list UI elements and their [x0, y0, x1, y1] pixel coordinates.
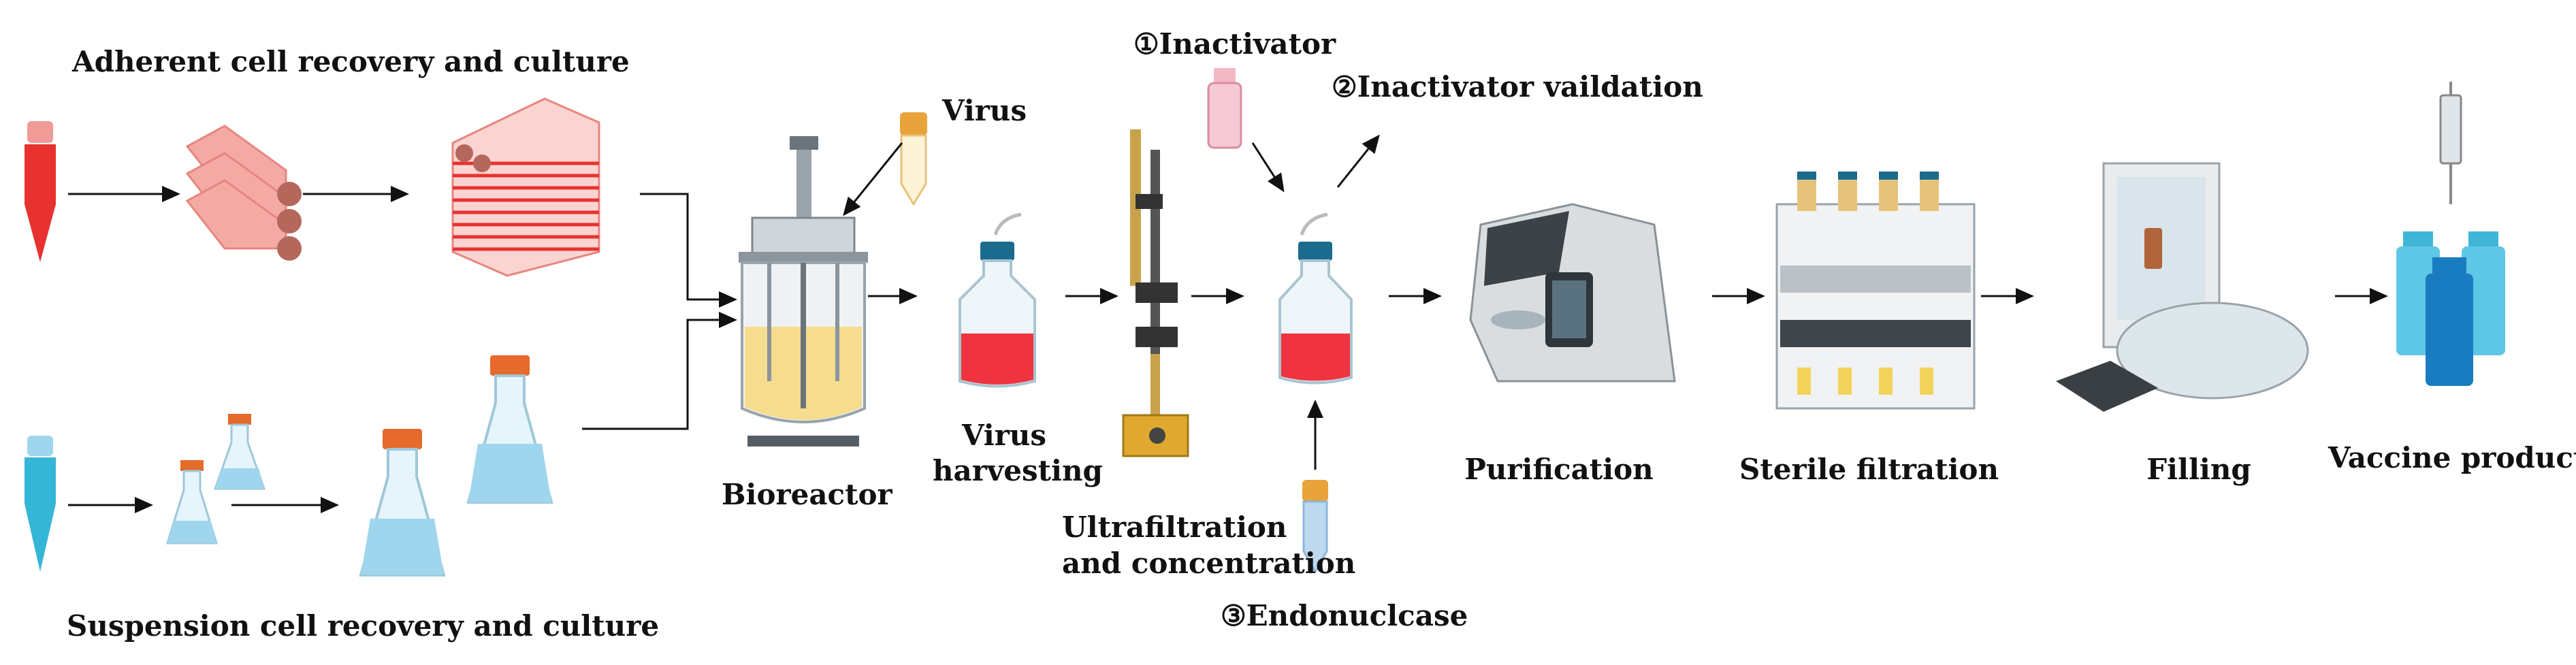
ultrafiltration-icon	[1122, 129, 1189, 457]
suspension-tube-icon	[25, 436, 56, 572]
ultrafiltration-label-line1: Ultrafiltration	[1062, 510, 1287, 544]
sterile-filtration-label: Sterile filtration	[1739, 453, 1999, 486]
purification-instrument-icon	[1469, 203, 1676, 383]
harvest-bottle-icon	[959, 212, 1036, 388]
arrow-suspension-to-bioreactor	[582, 312, 737, 430]
virus-label: Virus	[942, 94, 1027, 127]
arrow-inactivator-to-bottle	[1251, 142, 1285, 193]
filling-label: Filling	[2146, 453, 2251, 486]
endonuclease-tube-icon	[1302, 480, 1328, 574]
bioreactor-label: Bioreactor	[722, 478, 892, 511]
vaccine-vials-icon	[2396, 82, 2505, 386]
arrow-virus-to-bioreactor	[843, 142, 903, 216]
purification-label: Purification	[1464, 453, 1654, 486]
adherent-tube-icon	[25, 121, 56, 262]
arrow-to-validation	[1336, 134, 1380, 188]
inactivator-validation-label: ②Inactivator vaildation	[1332, 70, 1703, 103]
suspension-culture-label: Suspension cell recovery and culture	[67, 609, 660, 643]
inactivator-bottle-icon	[1207, 68, 1242, 149]
virus-harvesting-label-line1: Virus	[961, 419, 1047, 452]
endonuclease-label: ③Endonuclcase	[1221, 599, 1468, 632]
virus-harvesting-label-line2: harvesting	[933, 454, 1103, 487]
inactivator-label: ①Inactivator	[1133, 27, 1336, 61]
sterile-filtration-icon	[1775, 172, 1976, 410]
virus-tube-icon	[900, 112, 927, 206]
filling-machine-icon	[2056, 162, 2309, 412]
stacked-flasks-icon	[185, 125, 302, 261]
small-flasks-icon	[165, 414, 266, 545]
vaccine-product-label: Vaccine product	[2328, 441, 2576, 474]
treatment-bottle-icon	[1278, 212, 1353, 385]
arrow-adherent-to-bioreactor	[640, 193, 737, 308]
cell-factory-icon	[451, 97, 600, 277]
bioreactor-icon	[739, 136, 868, 447]
adherent-culture-label: Adherent cell recovery and culture	[72, 45, 630, 78]
ultrafiltration-label-line2: and concentration	[1062, 547, 1356, 580]
large-flasks-icon	[359, 355, 553, 577]
